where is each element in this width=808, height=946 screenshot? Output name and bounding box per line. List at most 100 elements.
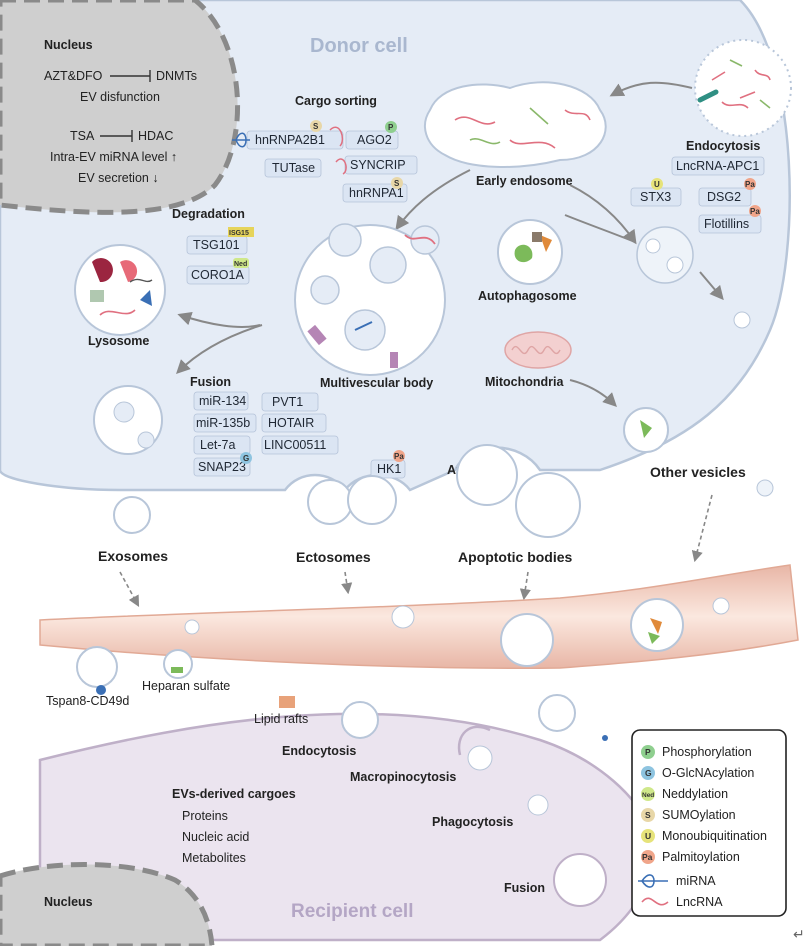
deg-tsg101: TSG101 <box>193 238 240 252</box>
cargo-sorting-title: Cargo sorting <box>295 94 377 108</box>
legend-label-2: Neddylation <box>662 787 728 801</box>
svg-text:P: P <box>388 123 394 132</box>
legend-label-5: Palmitoylation <box>662 850 740 864</box>
nucleus-line1-left: AZT&DFO <box>44 69 103 83</box>
cargoes-title: EVs-derived cargoes <box>172 787 296 801</box>
badge-s-2 <box>391 177 403 189</box>
legend-mirna-icon <box>638 874 668 888</box>
recipient-nucleus-title: Nucleus <box>44 895 93 909</box>
fusion-title: Fusion <box>190 375 231 389</box>
legend-box <box>631 729 787 917</box>
nucleus-line5: EV secretion ↓ <box>78 171 159 185</box>
badge-isg15: ISG15 <box>229 230 249 237</box>
tspan8-label: Tspan8-CD49d <box>46 694 129 708</box>
blood-vessel <box>39 564 799 670</box>
svg-text:S: S <box>394 179 400 188</box>
svg-text:S: S <box>313 122 319 131</box>
legend-symbol-4: U <box>645 831 651 841</box>
legend-mirna-label: miRNA <box>676 874 716 888</box>
fusion-let7a: Let-7a <box>200 438 235 452</box>
legend-symbol-0: P <box>645 747 651 757</box>
recipient-cell-title: Recipient cell <box>291 901 414 922</box>
mvb-label: Multivescular body <box>320 376 433 390</box>
fusion-linc00511: LINC00511 <box>264 438 326 452</box>
legend-symbol-1: G <box>645 768 652 778</box>
inhibit-arrow-1 <box>110 70 151 82</box>
mitochondria <box>504 331 572 369</box>
donor-nucleus <box>0 0 240 215</box>
multivesicular-body <box>294 224 446 376</box>
svg-text:G: G <box>243 454 249 463</box>
fusion-pvt1: PVT1 <box>272 395 303 409</box>
endocytosis-title: Endocytosis <box>686 139 760 153</box>
nucleus-line4: Intra-EV miRNA level ↑ <box>50 150 177 164</box>
uptake-phagocytosis: Phagocytosis <box>432 815 513 829</box>
early-endosome <box>424 81 607 168</box>
lipid-rafts-label: Lipid rafts <box>254 712 308 726</box>
fusion-hotair: HOTAIR <box>268 416 314 430</box>
recipient-nucleus <box>0 862 215 946</box>
svg-text:U: U <box>654 180 660 189</box>
cargo-hnrnpa1: hnRNPA1 <box>349 186 404 200</box>
endo-dsg2: DSG2 <box>707 190 741 204</box>
early-endosome-label: Early endosome <box>476 174 573 188</box>
cargo-metabolites: Metabolites <box>182 851 246 865</box>
legend-lncrna-label: LncRNA <box>676 895 723 909</box>
legend-lncrna-icon <box>641 897 669 906</box>
cargo-proteins: Proteins <box>182 809 228 823</box>
label-apoptotic-bodies: Apoptotic bodies <box>458 549 573 565</box>
mirna-icon <box>232 132 250 148</box>
endo-lncrna-apc1: LncRNA-APC1 <box>676 159 759 173</box>
fusion-snap23: SNAP23 <box>198 460 246 474</box>
endo-stx3: STX3 <box>640 190 671 204</box>
badge-ned: Ned <box>234 261 247 268</box>
lncrna-icon <box>335 158 347 175</box>
corner-glyph: ↵ <box>793 926 805 942</box>
legend-badge-5 <box>641 850 655 864</box>
legend-badge-3 <box>641 808 655 822</box>
legend-symbol-5: Pa <box>642 852 653 862</box>
lncrna-icon <box>329 126 344 147</box>
label-exosomes: Exosomes <box>98 548 168 564</box>
legend-label-3: SUMOylation <box>662 808 736 822</box>
svg-text:Pa: Pa <box>750 207 760 216</box>
nucleus-line2: EV disfunction <box>80 90 160 104</box>
svg-text:Pa: Pa <box>745 180 755 189</box>
cargo-tutase: TUTase <box>272 161 315 175</box>
hk1-label: HK1 <box>377 462 401 476</box>
label-ectosomes: Ectosomes <box>296 549 371 565</box>
uptake-fusion: Fusion <box>504 881 545 895</box>
nucleus-line3-right: HDAC <box>138 129 173 143</box>
legend-badge-1 <box>641 766 655 780</box>
degradation-title: Degradation <box>172 207 245 221</box>
fusion-mir134: miR-134 <box>199 394 246 408</box>
nucleus-line3-left: TSA <box>70 129 95 143</box>
cargo-hnrnpa2b1: hnRNPA2B1 <box>255 133 325 147</box>
autophagosome-label: Autophagosome <box>478 289 577 303</box>
mitochondria-label: Mitochondria <box>485 375 565 389</box>
deg-coro1a: CORO1A <box>191 268 244 282</box>
legend-badge-2 <box>641 787 655 801</box>
badge-s-1 <box>310 120 322 132</box>
endocytic-vesicle <box>694 39 792 137</box>
legend-label-0: Phosphorylation <box>662 745 752 759</box>
uptake-macropinocytosis: Macropinocytosis <box>350 770 456 784</box>
cargo-ago2: AGO2 <box>357 133 392 147</box>
inhibit-arrow-2 <box>100 130 133 142</box>
lysosome <box>74 244 166 336</box>
legend-badge-4 <box>641 829 655 843</box>
heparan-label: Heparan sulfate <box>142 679 230 693</box>
svg-text:Pa: Pa <box>394 452 404 461</box>
donor-nucleus-title: Nucleus <box>44 38 93 52</box>
legend-label-1: O-GlcNAcylation <box>662 766 754 780</box>
legend-symbol-3: S <box>645 810 651 820</box>
label-other-vesicles: Other vesicles <box>650 464 746 480</box>
uptake-endocytosis: Endocytosis <box>282 744 356 758</box>
nucleus-line1-right: DNMTs <box>156 69 197 83</box>
lysosome-label: Lysosome <box>88 334 149 348</box>
legend-symbol-2: Ned <box>642 792 654 799</box>
legend-badge-0 <box>641 745 655 759</box>
cargo-nucleic-acid: Nucleic acid <box>182 830 249 844</box>
